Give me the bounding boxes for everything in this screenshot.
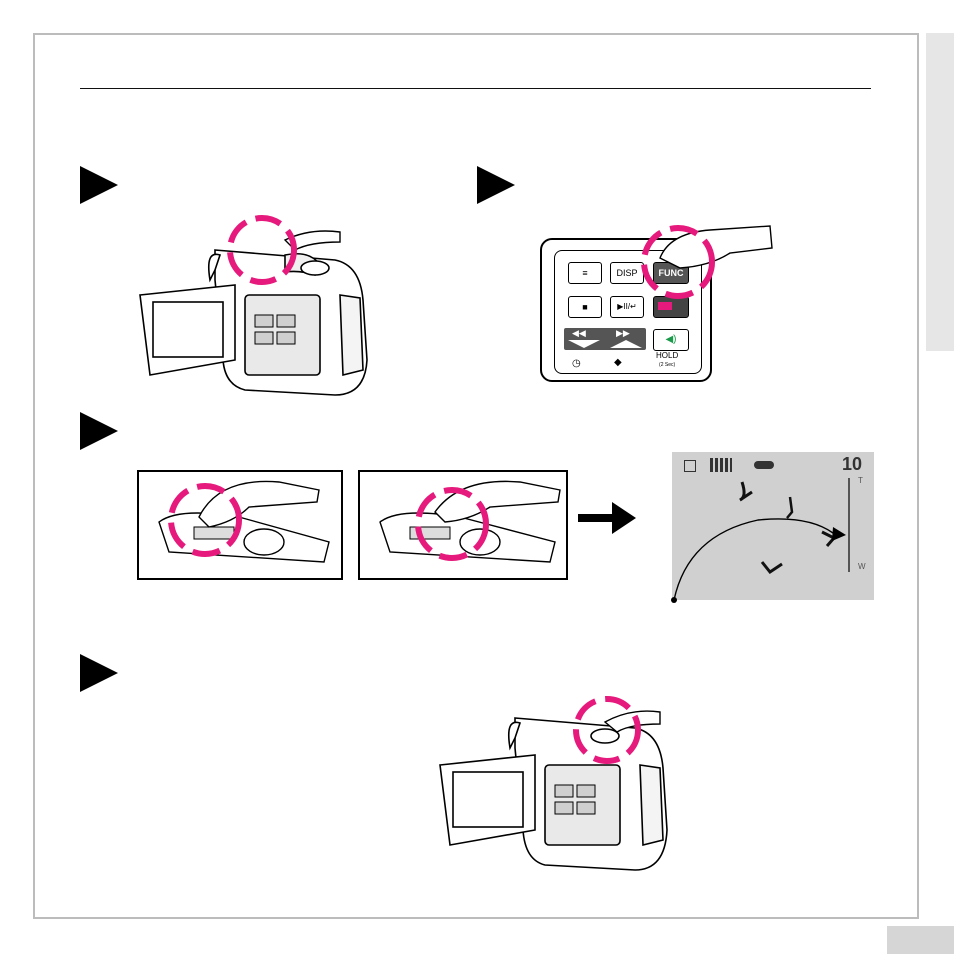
finger-press-func <box>640 218 780 308</box>
navigate-icon: ◆ <box>614 357 622 368</box>
zoom-trajectory-arrow <box>668 475 868 607</box>
side-tab <box>926 33 954 351</box>
stop-button[interactable]: ■ <box>568 296 602 318</box>
rew-ffw-bar: ◀◀ ▶▶ <box>564 328 646 350</box>
hold-sublabel: (2 Sec) <box>659 362 675 368</box>
ffw-button[interactable]: ▶▶ <box>616 328 630 339</box>
step-2-arrow <box>477 166 515 204</box>
camcorder-illustration-2 <box>435 690 675 880</box>
disp-button[interactable]: DISP <box>610 262 644 284</box>
play-pause-button[interactable]: ▶II/↵ <box>610 296 644 318</box>
header-rule <box>80 88 871 89</box>
up-icon <box>610 340 642 348</box>
step-3-arrow <box>80 412 118 450</box>
timer-icon: ◷ <box>572 358 581 369</box>
hold-label: HOLD <box>656 351 678 360</box>
page-number-box <box>887 926 954 954</box>
rew-button[interactable]: ◀◀ <box>572 328 586 339</box>
zoom-wide-panel <box>137 470 343 580</box>
volume-button[interactable]: ◀) <box>653 329 689 351</box>
camcorder-illustration-1 <box>135 210 375 400</box>
step-4-arrow <box>80 654 118 692</box>
menu-button[interactable]: ≡ <box>568 262 602 284</box>
right-arrow-icon <box>578 500 638 536</box>
zoom-tele-panel <box>358 470 568 580</box>
down-icon <box>568 340 600 348</box>
step-1-arrow <box>80 166 118 204</box>
